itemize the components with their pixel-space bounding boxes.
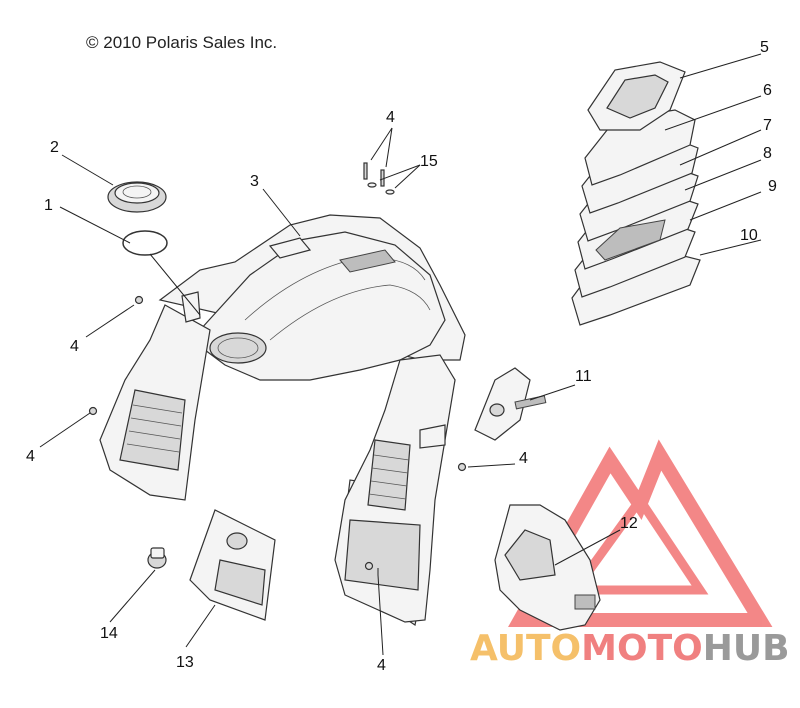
callout-8: 8 bbox=[763, 145, 772, 162]
callout-labels: 2 1 3 4 15 4 4 4 4 5 6 7 8 9 10 11 12 13… bbox=[26, 39, 777, 674]
callout-6: 6 bbox=[763, 82, 772, 99]
callout-4-bottom: 4 bbox=[377, 657, 386, 674]
o-ring-part-1 bbox=[122, 230, 168, 256]
callout-2: 2 bbox=[50, 139, 59, 156]
watermark-auto: AUTO bbox=[470, 628, 581, 669]
watermark-text: AUTOMOTOHUB bbox=[470, 628, 790, 669]
watermark-hub: HUB bbox=[703, 628, 790, 669]
callout-13: 13 bbox=[176, 654, 194, 671]
callout-10: 10 bbox=[740, 227, 758, 244]
watermark-logo bbox=[508, 439, 773, 627]
callout-14: 14 bbox=[100, 625, 118, 642]
pocket-part-13 bbox=[189, 509, 276, 621]
callout-4-top: 4 bbox=[386, 109, 395, 126]
callout-12: 12 bbox=[620, 515, 638, 532]
callout-11: 11 bbox=[575, 368, 592, 385]
svg-text:AUTOMOTOHUB: AUTOMOTOHUB bbox=[470, 628, 790, 669]
knob-part-11 bbox=[474, 367, 547, 441]
console-panel-part-3 bbox=[99, 214, 466, 626]
callout-4-left: 4 bbox=[70, 338, 79, 355]
callout-1: 1 bbox=[44, 197, 53, 214]
callout-9: 9 bbox=[768, 178, 777, 195]
fasteners bbox=[88, 162, 467, 571]
housing-part-12 bbox=[494, 504, 601, 631]
leader-lines bbox=[39, 53, 762, 656]
watermark-moto: MOTO bbox=[581, 628, 703, 669]
callout-4-lower-left: 4 bbox=[26, 448, 35, 465]
layer-stack-parts-5-10 bbox=[571, 61, 701, 326]
copyright-text: © 2010 Polaris Sales Inc. bbox=[86, 33, 278, 52]
cap-part-14 bbox=[147, 547, 167, 569]
callout-4-right: 4 bbox=[519, 450, 528, 467]
callout-5: 5 bbox=[760, 39, 769, 56]
callout-15: 15 bbox=[420, 153, 438, 170]
bezel-ring-part-2 bbox=[107, 181, 167, 213]
callout-7: 7 bbox=[763, 117, 772, 134]
callout-3: 3 bbox=[250, 173, 259, 190]
